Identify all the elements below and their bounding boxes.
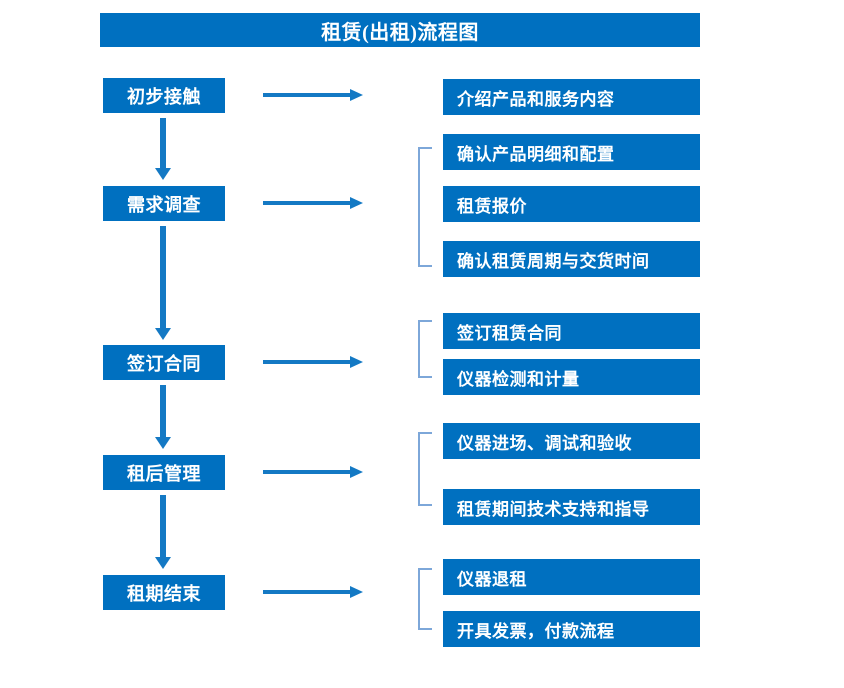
arrow-shaft [263, 201, 351, 205]
horizontal-arrow-3 [263, 355, 363, 369]
horizontal-arrow-4 [263, 465, 363, 479]
arrow-shaft [263, 470, 351, 474]
group-bracket-2 [418, 320, 432, 378]
arrow-head-icon [155, 168, 171, 180]
group-bracket-3 [418, 432, 432, 506]
stage-box-2[interactable]: 需求调查 [103, 186, 225, 221]
arrow-shaft [160, 226, 166, 328]
stage-box-5[interactable]: 租期结束 [103, 575, 225, 610]
vertical-arrow-4 [155, 495, 171, 569]
detail-box-4[interactable]: 确认租赁周期与交货时间 [443, 241, 700, 277]
arrow-shaft [160, 495, 166, 557]
stage-box-3[interactable]: 签订合同 [103, 345, 225, 380]
arrow-head-icon [350, 356, 363, 368]
vertical-arrow-3 [155, 385, 171, 449]
stage-box-4[interactable]: 租后管理 [103, 455, 225, 490]
detail-box-9[interactable]: 仪器退租 [443, 559, 700, 595]
group-bracket-4 [418, 568, 432, 630]
horizontal-arrow-1 [263, 88, 363, 102]
arrow-head-icon [350, 197, 363, 209]
arrow-head-icon [155, 437, 171, 449]
detail-box-7[interactable]: 仪器进场、调试和验收 [443, 423, 700, 459]
arrow-head-icon [350, 89, 363, 101]
horizontal-arrow-5 [263, 585, 363, 599]
arrow-shaft [263, 93, 351, 97]
vertical-arrow-1 [155, 118, 171, 180]
detail-box-1[interactable]: 介绍产品和服务内容 [443, 79, 700, 115]
stage-box-1[interactable]: 初步接触 [103, 78, 225, 113]
arrow-head-icon [155, 328, 171, 340]
arrow-shaft [263, 360, 351, 364]
arrow-shaft [160, 118, 166, 168]
detail-box-3[interactable]: 租赁报价 [443, 186, 700, 222]
detail-box-6[interactable]: 仪器检测和计量 [443, 359, 700, 395]
arrow-head-icon [350, 586, 363, 598]
detail-box-8[interactable]: 租赁期间技术支持和指导 [443, 489, 700, 525]
arrow-head-icon [350, 466, 363, 478]
arrow-shaft [160, 385, 166, 437]
group-bracket-1 [418, 147, 432, 267]
arrow-shaft [263, 590, 351, 594]
detail-box-10[interactable]: 开具发票，付款流程 [443, 611, 700, 647]
detail-box-5[interactable]: 签订租赁合同 [443, 313, 700, 349]
horizontal-arrow-2 [263, 196, 363, 210]
vertical-arrow-2 [155, 226, 171, 340]
arrow-head-icon [155, 557, 171, 569]
page-title: 租赁(出租)流程图 [100, 13, 700, 47]
detail-box-2[interactable]: 确认产品明细和配置 [443, 134, 700, 170]
